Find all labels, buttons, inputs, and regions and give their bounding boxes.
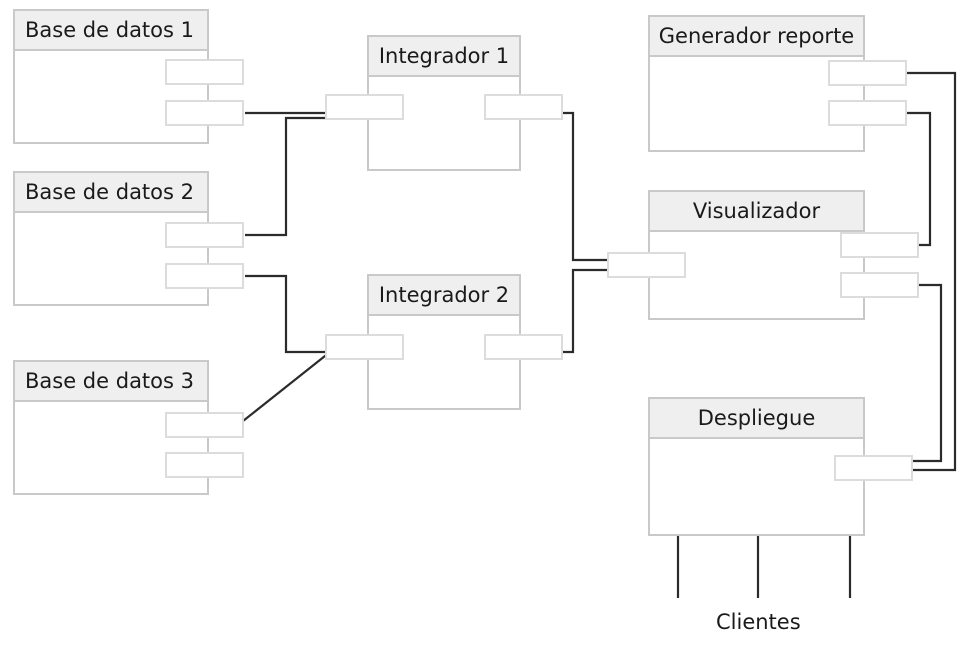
port-int1-out[interactable] xyxy=(484,94,563,120)
component-db3[interactable]: Base de datos 3 xyxy=(13,360,209,495)
port-gen-p1[interactable] xyxy=(828,60,907,86)
component-title-des: Despliegue xyxy=(650,399,863,439)
port-db3-p1[interactable] xyxy=(165,412,244,438)
component-title-int1: Integrador 1 xyxy=(369,37,519,77)
port-vis-p1[interactable] xyxy=(840,232,919,258)
connector-int2-to-vis xyxy=(563,268,607,354)
component-title-gen: Generador reporte xyxy=(650,17,863,57)
component-title-db3: Base de datos 3 xyxy=(15,362,207,402)
component-vis[interactable]: Visualizador xyxy=(648,190,865,320)
port-gen-p2[interactable] xyxy=(828,100,907,126)
port-des-p1[interactable] xyxy=(834,455,913,481)
port-vis-p2[interactable] xyxy=(840,272,919,298)
component-des[interactable]: Despliegue xyxy=(648,397,865,536)
port-int2-in[interactable] xyxy=(325,334,404,360)
port-vis-in[interactable] xyxy=(607,252,686,278)
connector-db3-to-int2 xyxy=(237,351,331,426)
connector-db2-to-int1 xyxy=(245,116,325,237)
port-int1-in[interactable] xyxy=(325,94,404,120)
connector-vis-p2-down xyxy=(913,283,943,463)
port-int2-out[interactable] xyxy=(484,334,563,360)
component-gen[interactable]: Generador reporte xyxy=(648,15,871,158)
port-db1-p1[interactable] xyxy=(165,59,244,85)
connector-db2-to-int2 xyxy=(245,274,325,354)
port-db1-p2[interactable] xyxy=(165,100,244,126)
component-title-int2: Integrador 2 xyxy=(369,276,519,316)
connector-int1-to-vis xyxy=(563,111,607,262)
component-title-db2: Base de datos 2 xyxy=(15,173,207,213)
connector-gen-p2-to-vis xyxy=(907,111,932,247)
caption-clientes: Clientes xyxy=(716,610,801,634)
port-db2-p2[interactable] xyxy=(165,263,244,289)
component-title-db1: Base de datos 1 xyxy=(15,11,207,51)
component-title-vis: Visualizador xyxy=(650,192,863,232)
port-db2-p1[interactable] xyxy=(165,222,244,248)
port-db3-p2[interactable] xyxy=(165,452,244,478)
